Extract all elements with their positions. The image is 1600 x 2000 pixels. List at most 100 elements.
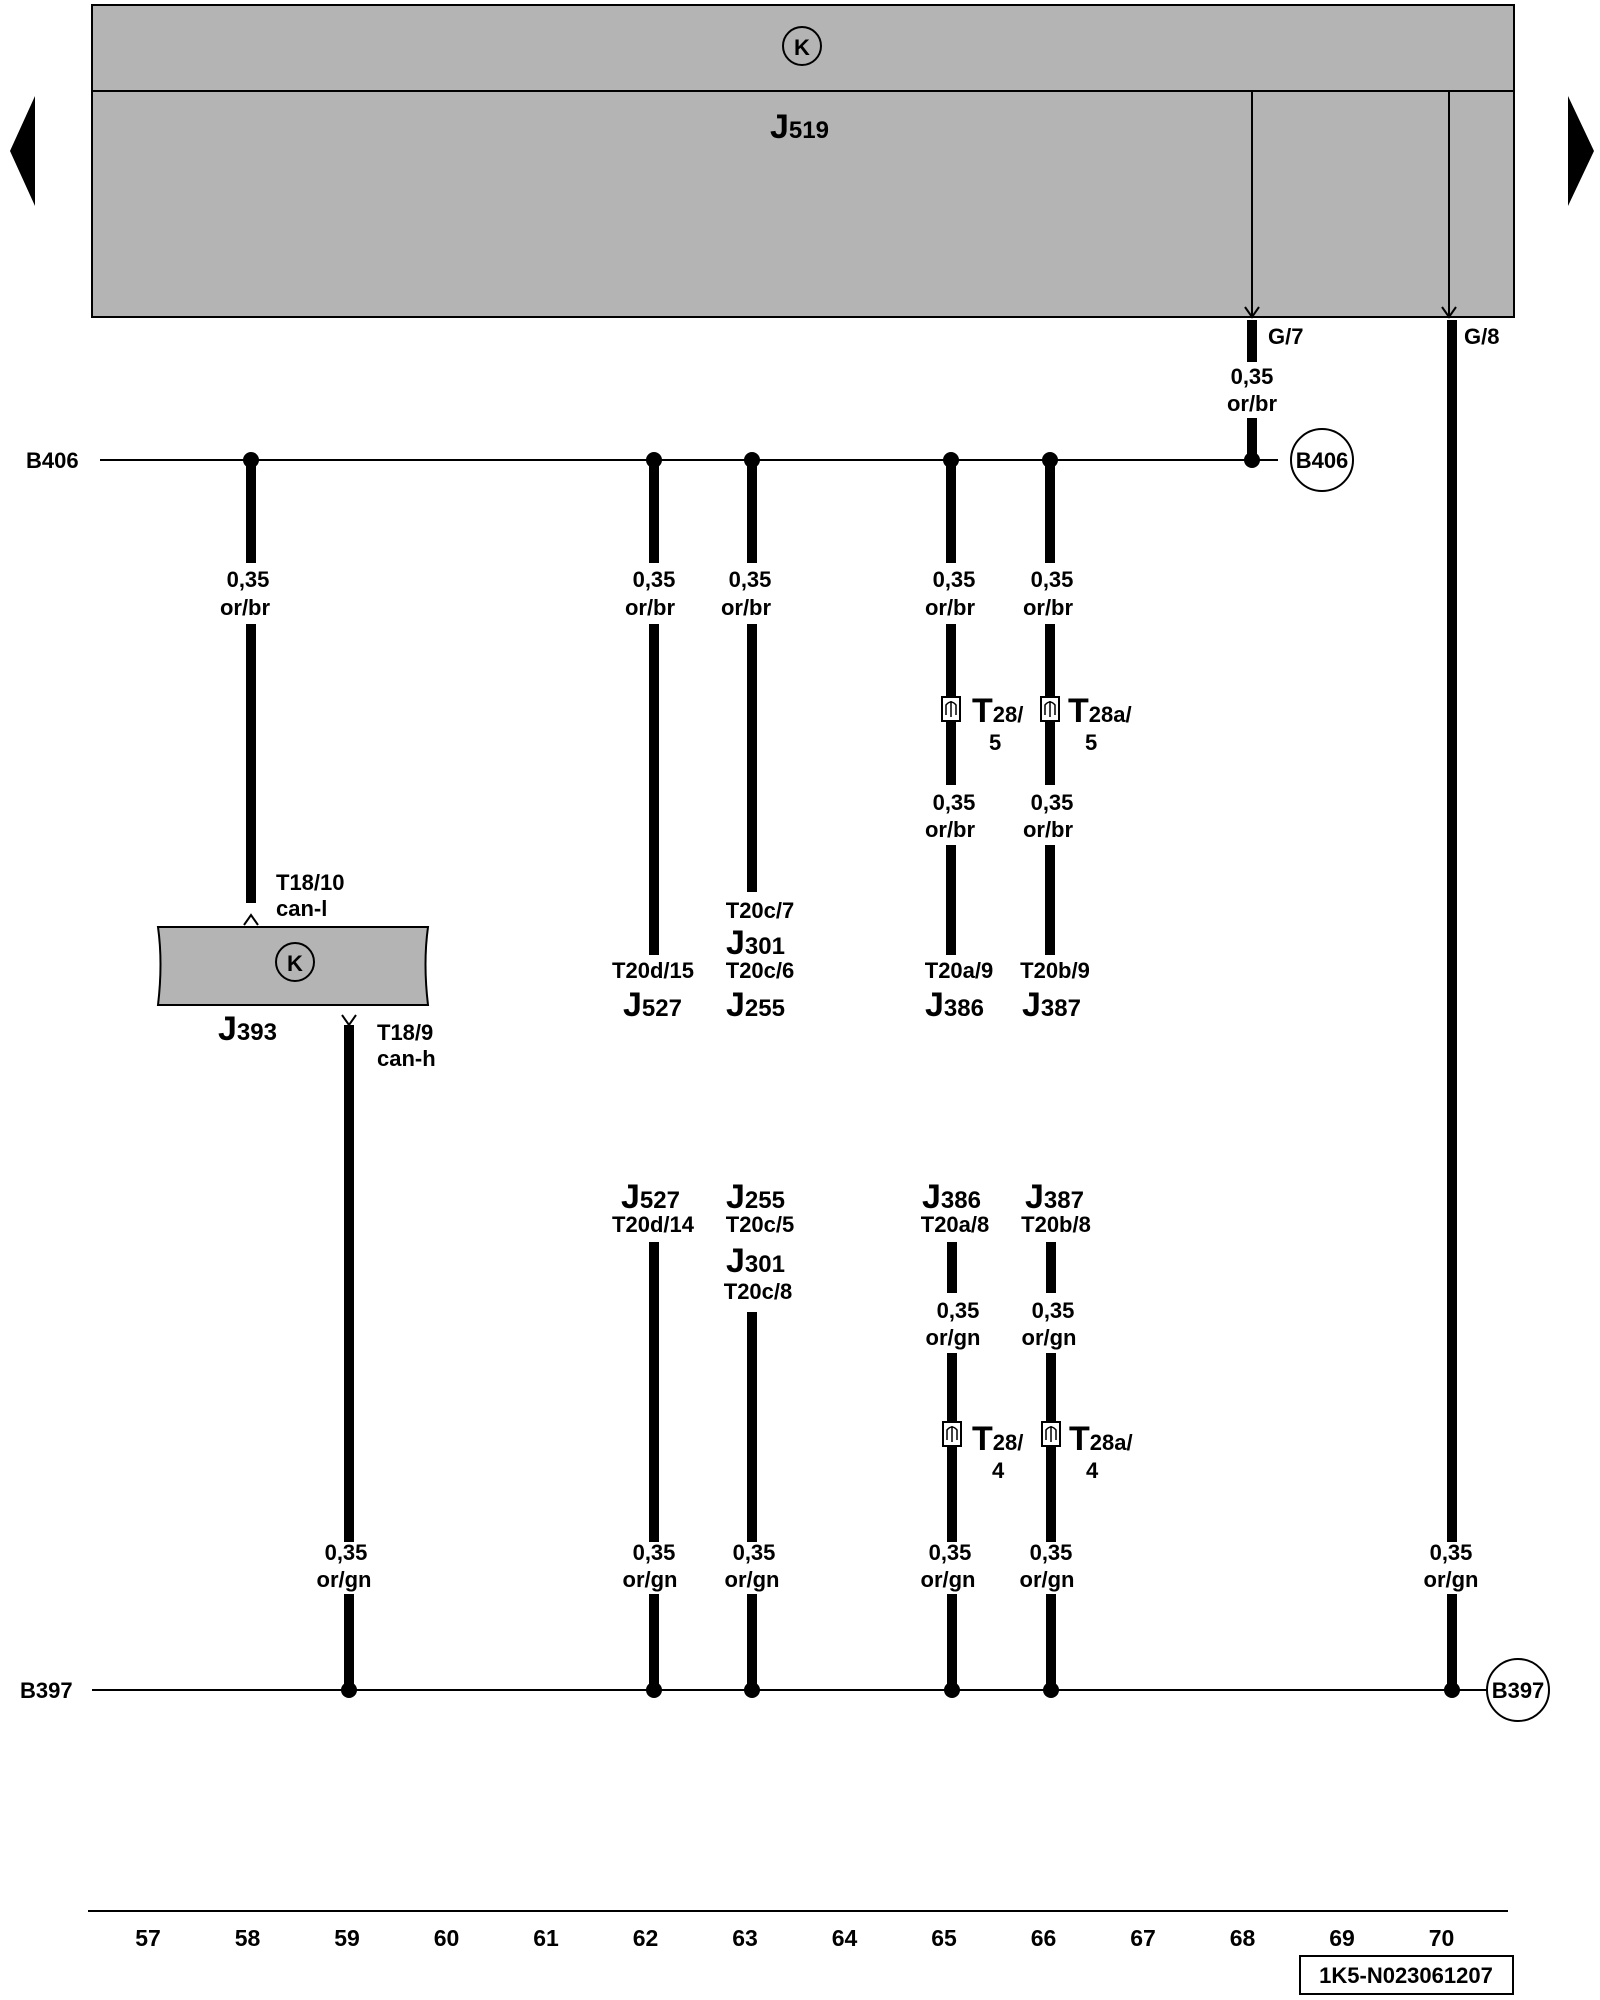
j387-upper-label: J387 xyxy=(1022,986,1081,1024)
pin-t18-9: T18/9 xyxy=(377,1020,433,1045)
wire-j386-canh-color: or/gn xyxy=(926,1325,981,1350)
column-number: 57 xyxy=(135,1925,161,1951)
pin-g8: G/8 xyxy=(1464,324,1499,349)
connector-t28-5-label: T28/ xyxy=(972,692,1023,730)
junction-dot xyxy=(1444,1682,1460,1698)
column-number: 62 xyxy=(633,1925,659,1951)
j255-lower-label: J255 xyxy=(726,1178,785,1216)
j527-lower-label: J527 xyxy=(621,1178,680,1216)
column-number: 60 xyxy=(434,1925,460,1951)
pin-arrow-t18-9 xyxy=(341,1014,357,1027)
pin-t20a-8: T20a/8 xyxy=(921,1212,990,1237)
pin-arrow-g7 xyxy=(1244,306,1260,319)
j387-lower-label: J387 xyxy=(1025,1178,1084,1216)
pin-can-l: can-l xyxy=(276,896,327,921)
connector-t28a-4-label: T28a/ xyxy=(1069,1420,1133,1458)
connector-t28-4-label: T28/ xyxy=(972,1420,1023,1458)
junction-dot xyxy=(341,1682,357,1698)
connector-t28-4-icon xyxy=(942,1421,962,1447)
wire-j386-canh-c-color: or/gn xyxy=(921,1567,976,1592)
bus-b397-label: B397 xyxy=(20,1678,73,1703)
pin-t20a-9: T20a/9 xyxy=(925,958,994,983)
column-number: 69 xyxy=(1329,1925,1355,1951)
j386-lower-label: J386 xyxy=(922,1178,981,1216)
wire-j386-canl-c-color: or/br xyxy=(925,817,976,842)
j386-upper-label: J386 xyxy=(925,986,984,1024)
connector-t28-5-icon xyxy=(941,696,961,722)
wire-j393-canh-color: or/gn xyxy=(317,1567,372,1592)
wire-j386-canl-color: or/br xyxy=(925,595,976,620)
column-number: 67 xyxy=(1130,1925,1156,1951)
wire-g7-color: or/br xyxy=(1227,391,1278,416)
connector-t28a-5-icon xyxy=(1040,696,1060,722)
svg-text:1K5-N023061207: 1K5-N023061207 xyxy=(1319,1963,1493,1988)
wire-g7-gauge: 0,35 xyxy=(1231,364,1274,389)
j301-upper-label: J301 xyxy=(726,924,785,962)
wire-j393-canl-gauge: 0,35 xyxy=(227,567,270,592)
connector-t28a-5-pin: 5 xyxy=(1085,730,1097,755)
pin-t20c-5: T20c/5 xyxy=(726,1212,795,1237)
wire-j527-canl-gauge: 0,35 xyxy=(633,567,676,592)
document-id-box: 1K5-N023061207 xyxy=(1299,1955,1514,1995)
pin-t20c-6: T20c/6 xyxy=(726,958,795,983)
pin-t20d-14: T20d/14 xyxy=(612,1212,695,1237)
wire-g8-gauge: 0,35 xyxy=(1430,1540,1473,1565)
wire-j527-canl-color: or/br xyxy=(625,595,676,620)
bus-b406-label: B406 xyxy=(26,448,79,473)
pin-t20b-9: T20b/9 xyxy=(1020,958,1090,983)
next-page-arrow[interactable] xyxy=(1568,96,1594,206)
pin-arrow-t18-10 xyxy=(243,913,259,926)
wire-j387-canl-c-gauge: 0,35 xyxy=(1031,790,1074,815)
svg-text:K: K xyxy=(794,35,810,60)
pin-t20c-8: T20c/8 xyxy=(724,1279,793,1304)
pin-t18-10: T18/10 xyxy=(276,870,345,895)
wire-j255-canl-gauge: 0,35 xyxy=(729,567,772,592)
junction-dot xyxy=(744,1682,760,1698)
j301-lower-label: J301 xyxy=(726,1242,785,1280)
wire-j387-canh-c-gauge: 0,35 xyxy=(1030,1540,1073,1565)
wire-j386-canh-c-gauge: 0,35 xyxy=(929,1540,972,1565)
column-number: 65 xyxy=(931,1925,957,1951)
bus-b397-reference[interactable]: B397 xyxy=(1486,1658,1550,1722)
column-number: 68 xyxy=(1230,1925,1256,1951)
wire-j255-canh-gauge: 0,35 xyxy=(733,1540,776,1565)
column-number: 64 xyxy=(832,1925,858,1951)
wire-j387-canh-color: or/gn xyxy=(1022,1325,1077,1350)
column-number: 70 xyxy=(1429,1925,1455,1951)
wire-j386-canl-gauge: 0,35 xyxy=(933,567,976,592)
wire-j255-canh-color: or/gn xyxy=(725,1567,780,1592)
junction-dot xyxy=(1244,452,1260,468)
j519-module xyxy=(91,4,1515,318)
pin-t20b-8: T20b/8 xyxy=(1021,1212,1091,1237)
svg-text:B406: B406 xyxy=(1296,448,1349,473)
j393-canbus-icon: K xyxy=(275,942,315,982)
j519-label: J519 xyxy=(770,108,829,146)
wire-j393-canl-color: or/br xyxy=(220,595,271,620)
j393-module xyxy=(156,926,430,1006)
wire-j387-canl-c-color: or/br xyxy=(1023,817,1074,842)
junction-dot xyxy=(944,1682,960,1698)
column-number: 58 xyxy=(235,1925,261,1951)
bus-b406-reference[interactable]: B406 xyxy=(1290,428,1354,492)
wire-j527-canh-gauge: 0,35 xyxy=(633,1540,676,1565)
junction-dot xyxy=(646,1682,662,1698)
pin-arrow-g8 xyxy=(1441,306,1457,319)
connector-t28-4-pin: 4 xyxy=(992,1458,1005,1483)
wire-j527-canh-color: or/gn xyxy=(623,1567,678,1592)
pin-t20c-7: T20c/7 xyxy=(726,898,795,923)
prev-page-arrow[interactable] xyxy=(10,96,35,206)
column-number: 66 xyxy=(1031,1925,1057,1951)
j393-label: J393 xyxy=(218,1010,277,1048)
junction-dot xyxy=(1043,1682,1059,1698)
j255-upper-label: J255 xyxy=(726,986,785,1024)
svg-text:B397: B397 xyxy=(1492,1678,1545,1703)
wire-j386-canl-c-gauge: 0,35 xyxy=(933,790,976,815)
svg-text:K: K xyxy=(287,951,303,976)
wire-g8-color: or/gn xyxy=(1424,1567,1479,1592)
wire-j386-canh-gauge: 0,35 xyxy=(937,1298,980,1323)
wire-j387-canh-gauge: 0,35 xyxy=(1032,1298,1075,1323)
column-number: 61 xyxy=(533,1925,559,1951)
connector-t28-5-pin: 5 xyxy=(989,730,1001,755)
